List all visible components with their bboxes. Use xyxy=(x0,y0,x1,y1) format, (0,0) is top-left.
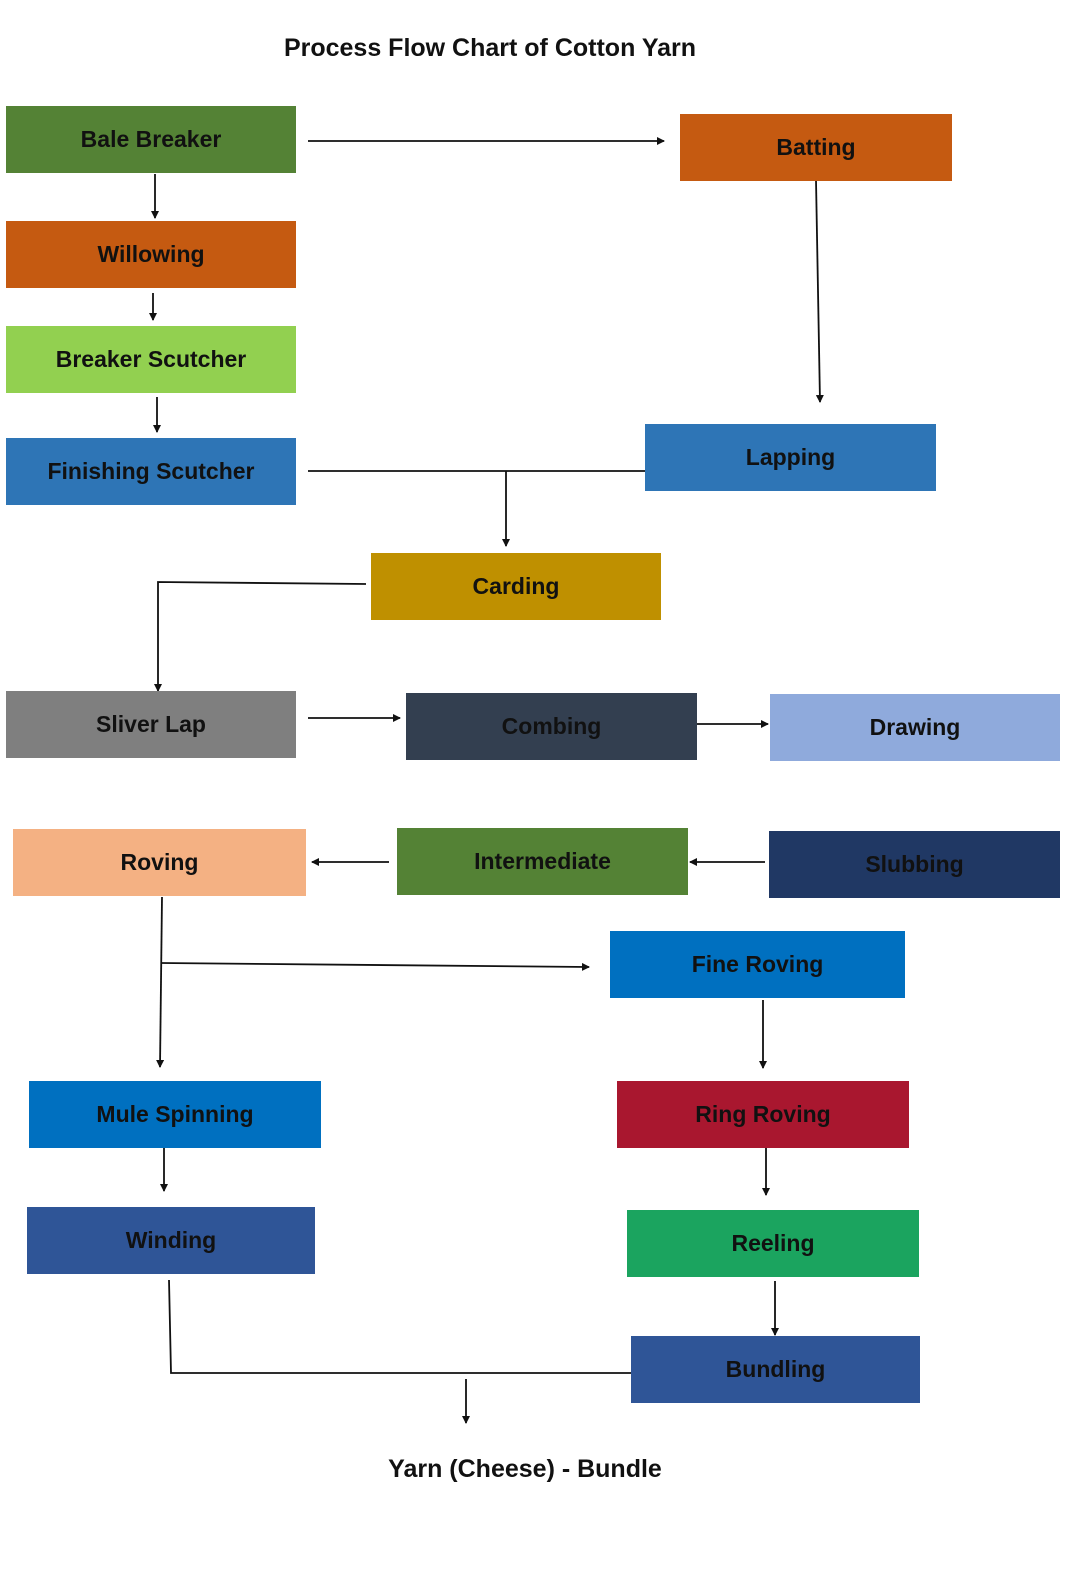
node-combing: Combing xyxy=(406,693,697,760)
node-roving-label: Roving xyxy=(120,849,199,875)
node-reeling: Reeling xyxy=(627,1210,919,1277)
node-bundling-label: Bundling xyxy=(725,1356,826,1382)
node-fine-roving-label: Fine Roving xyxy=(691,951,824,977)
node-willowing-label: Willowing xyxy=(97,241,205,267)
node-winding: Winding xyxy=(27,1207,315,1274)
node-ring-roving: Ring Roving xyxy=(617,1081,909,1148)
node-batting-label: Batting xyxy=(776,134,856,160)
node-intermediate-label: Intermediate xyxy=(474,848,611,874)
chart-title: Process Flow Chart of Cotton Yarn xyxy=(283,34,697,62)
node-winding-label: Winding xyxy=(125,1227,217,1253)
node-drawing: Drawing xyxy=(770,694,1060,761)
node-fine-roving: Fine Roving xyxy=(610,931,905,998)
node-intermediate: Intermediate xyxy=(397,828,688,895)
arrow-roving-to-mule xyxy=(156,896,165,1068)
node-drawing-label: Drawing xyxy=(869,714,961,740)
node-finishing-scutcher-label: Finishing Scutcher xyxy=(47,458,255,484)
node-carding-label: Carding xyxy=(472,573,560,599)
node-sliver-lap-label: Sliver Lap xyxy=(96,711,206,737)
node-sliver-lap: Sliver Lap xyxy=(6,691,296,758)
node-ring-roving-label: Ring Roving xyxy=(695,1101,831,1127)
node-combing-label: Combing xyxy=(501,713,602,739)
line-winding-to-bundling xyxy=(168,1279,632,1374)
node-roving: Roving xyxy=(13,829,306,896)
node-willowing: Willowing xyxy=(6,221,296,288)
node-carding: Carding xyxy=(371,553,661,620)
arrow-carding-to-sliver-lap xyxy=(154,581,367,692)
node-bundling: Bundling xyxy=(631,1336,920,1403)
node-batting: Batting xyxy=(680,114,952,181)
final-output-label: Yarn (Cheese) - Bundle xyxy=(388,1455,662,1483)
node-mule-spinning-label: Mule Spinning xyxy=(96,1101,254,1127)
node-lapping: Lapping xyxy=(645,424,936,491)
node-bale-breaker: Bale Breaker xyxy=(6,106,296,173)
node-slubbing-label: Slubbing xyxy=(865,851,964,877)
node-slubbing: Slubbing xyxy=(769,831,1060,898)
arrow-roving-to-fine-roving xyxy=(160,962,590,971)
node-breaker-scutcher: Breaker Scutcher xyxy=(6,326,296,393)
node-mule-spinning: Mule Spinning xyxy=(29,1081,321,1148)
node-bale-breaker-label: Bale Breaker xyxy=(80,126,222,152)
node-reeling-label: Reeling xyxy=(731,1230,815,1256)
node-lapping-label: Lapping xyxy=(745,444,836,470)
node-finishing-scutcher: Finishing Scutcher xyxy=(6,438,296,505)
arrow-batting-to-lapping xyxy=(815,179,824,403)
node-breaker-scutcher-label: Breaker Scutcher xyxy=(55,346,247,372)
